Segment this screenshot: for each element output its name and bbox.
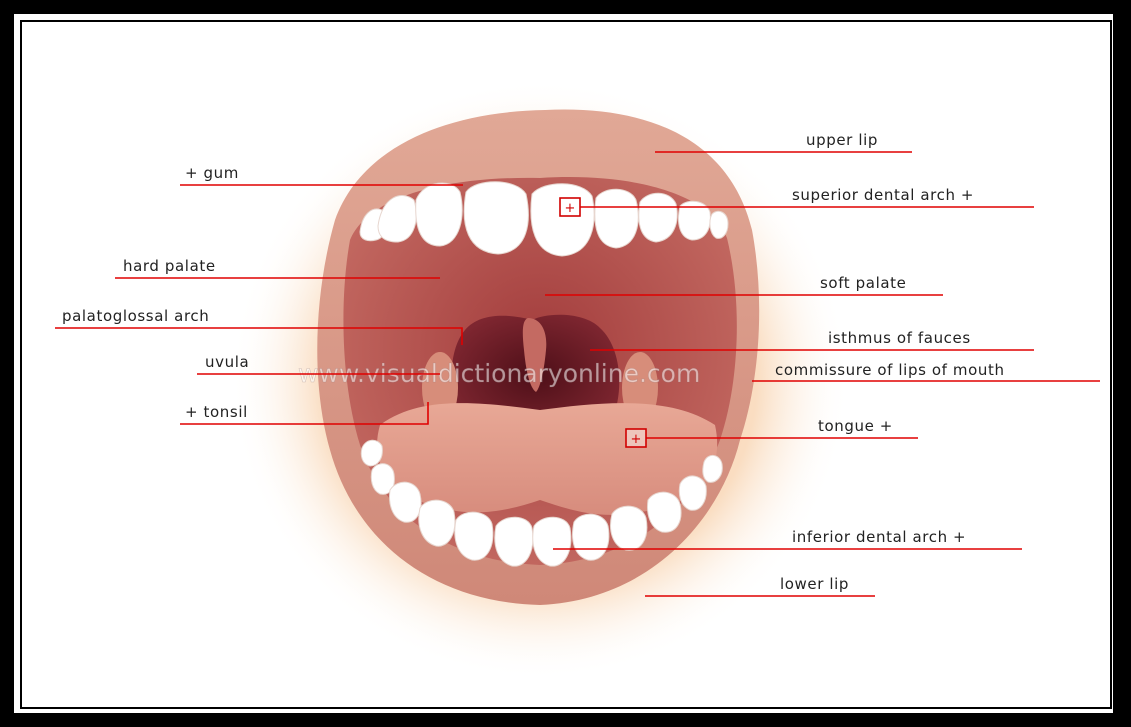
label-tongue[interactable]: tongue + <box>818 417 893 435</box>
tongue-marker[interactable]: + <box>626 429 646 447</box>
label-gum[interactable]: + gum <box>185 164 239 182</box>
label-palatoglossal-arch: palatoglossal arch <box>62 307 209 325</box>
label-commissure-of-lips: commissure of lips of mouth <box>775 361 1005 379</box>
label-tonsil[interactable]: + tonsil <box>185 403 248 421</box>
label-hard-palate: hard palate <box>123 257 216 275</box>
label-isthmus-of-fauces: isthmus of fauces <box>828 329 971 347</box>
plus-icon: + <box>631 432 642 447</box>
label-inferior-dental-arch[interactable]: inferior dental arch + <box>792 528 966 546</box>
label-superior-dental-arch[interactable]: superior dental arch + <box>792 186 974 204</box>
label-soft-palate: soft palate <box>820 274 906 292</box>
label-lower-lip: lower lip <box>780 575 849 593</box>
plus-icon: + <box>565 201 576 216</box>
label-upper-lip[interactable]: upper lip <box>806 131 878 149</box>
superior-dental-arch-marker[interactable]: + <box>560 198 580 216</box>
label-uvula: uvula <box>205 353 249 371</box>
